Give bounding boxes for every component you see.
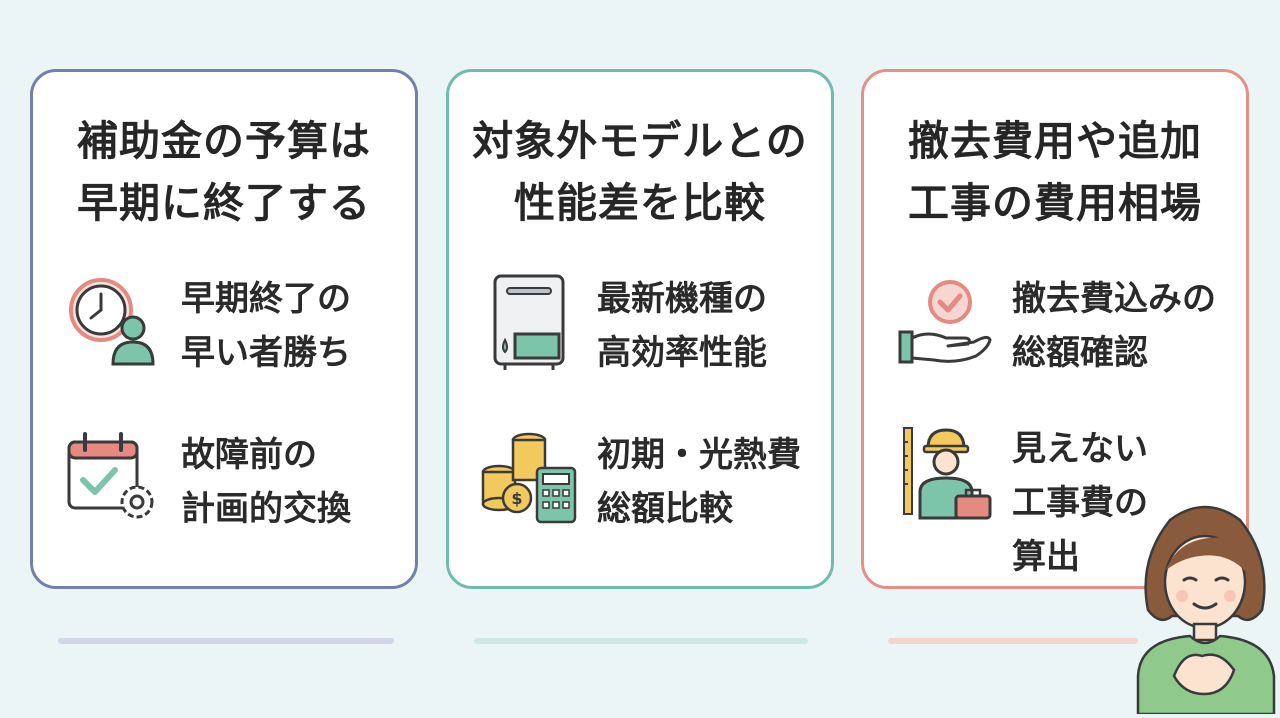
item-text-line: 計画的交換	[181, 489, 351, 529]
item-text-line: 工事費の	[1012, 483, 1148, 523]
item-text: 故障前の 計画的交換	[181, 428, 351, 536]
item-text-line: 総額比較	[597, 489, 733, 529]
divider-bar	[888, 638, 1138, 644]
woman-illustration-icon	[1130, 500, 1280, 716]
list-item: 最新機種の 高効率性能	[449, 272, 831, 382]
card-title-line: 早期に終了する	[77, 179, 371, 227]
card-title: 補助金の予算は 早期に終了する	[33, 110, 415, 234]
item-text: 早期終了の 早い者勝ち	[181, 272, 351, 380]
item-text-line: 見えない	[1012, 429, 1148, 469]
card-title-line: 性能差を比較	[514, 179, 766, 227]
card-title-line: 工事の費用相場	[908, 179, 1202, 227]
item-text-line: 高効率性能	[597, 333, 767, 373]
item-text-line: 撤去費込みの	[1012, 279, 1216, 319]
coins-calculator-icon: $	[479, 428, 579, 528]
item-text-line: 初期・光熱費	[597, 435, 801, 475]
card-title: 対象外モデルとの 性能差を比較	[449, 110, 831, 234]
item-text: 見えない 工事費の 算出	[1012, 422, 1148, 584]
list-item: 故障前の 計画的交換	[33, 428, 415, 538]
hand-check-icon	[894, 272, 994, 372]
list-item: $ 初期・光熱費 総額比較	[449, 428, 831, 538]
item-text-line: 算出	[1012, 537, 1080, 577]
divider-bar	[474, 638, 808, 644]
item-text-line: 早い者勝ち	[181, 333, 351, 373]
card-title-line: 対象外モデルとの	[472, 117, 808, 165]
list-item: 見えない 工事費の 算出	[864, 422, 1246, 577]
item-text-line: 最新機種の	[597, 279, 767, 319]
item-text-line: 故障前の	[181, 435, 317, 475]
card-title: 撤去費用や追加 工事の費用相場	[864, 110, 1246, 234]
card-title-line: 撤去費用や追加	[908, 117, 1202, 165]
item-text-line: 総額確認	[1012, 333, 1148, 373]
card-removal-costs: 撤去費用や追加 工事の費用相場 撤去費込みの 総額確認	[861, 69, 1249, 589]
item-text: 最新機種の 高効率性能	[597, 272, 767, 380]
calendar-gear-icon	[63, 428, 163, 528]
list-item: 撤去費込みの 総額確認	[864, 272, 1246, 382]
item-text: 撤去費込みの 総額確認	[1012, 272, 1216, 380]
card-subsidy-budget: 補助金の予算は 早期に終了する 早期終了の 早い者勝ち	[30, 69, 418, 589]
card-model-comparison: 対象外モデルとの 性能差を比較 最新機種の 高効率性能	[446, 69, 834, 589]
divider-bar	[58, 638, 394, 644]
item-text-line: 早期終了の	[181, 279, 351, 319]
item-text: 初期・光熱費 総額比較	[597, 428, 801, 536]
svg-text:$: $	[511, 489, 522, 508]
worker-toolbox-icon	[894, 422, 994, 522]
card-title-line: 補助金の予算は	[77, 117, 371, 165]
water-heater-icon	[479, 272, 579, 372]
list-item: 早期終了の 早い者勝ち	[33, 272, 415, 382]
clock-person-icon	[63, 272, 163, 372]
